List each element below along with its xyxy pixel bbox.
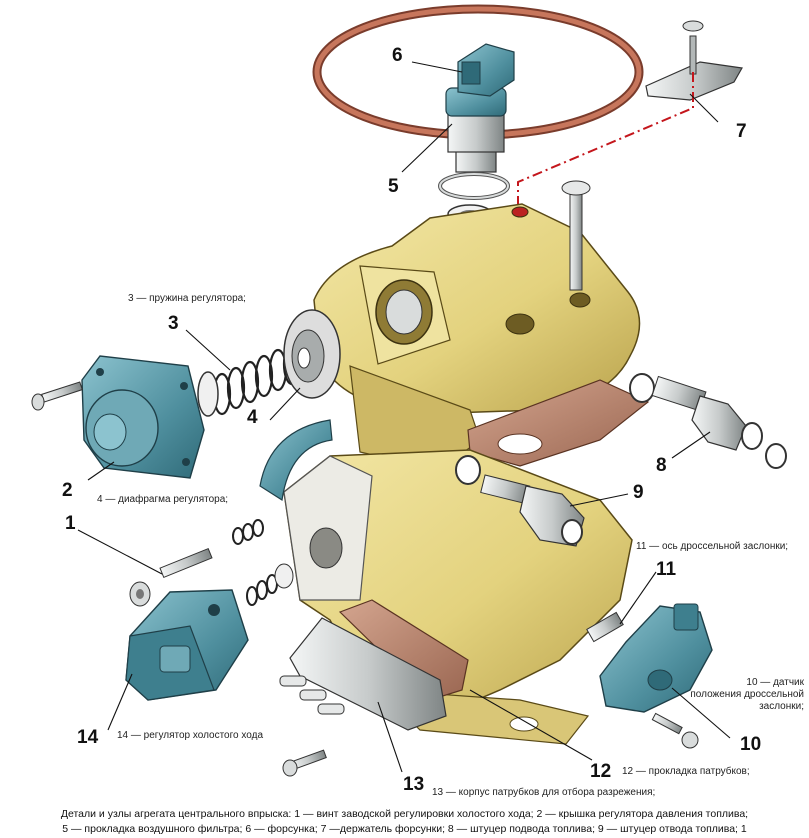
callout-13: 13: [403, 774, 425, 795]
callout-8: 8: [656, 455, 667, 476]
upper-housing: [313, 203, 641, 471]
throttle-axis: [586, 611, 624, 643]
note-sensor-line3: заслонки;: [759, 701, 804, 712]
holder-dash-line: [517, 72, 694, 212]
note-sensor-line2: положения дроссельной: [690, 689, 804, 700]
note-spring: 3 — пружина регулятора;: [128, 293, 246, 304]
idle-speed-controller: [125, 589, 249, 701]
injector-holder: [645, 20, 743, 101]
pressure-regulator-cover: [81, 355, 205, 479]
note-diaphragm: 4 — диафрагма регулятора;: [97, 494, 229, 505]
callout-2: 2: [62, 480, 73, 501]
note-idle: 14 — регулятор холостого хода: [117, 730, 264, 741]
callout-11: 11: [656, 559, 677, 580]
injector: [445, 43, 515, 173]
callout-5: 5: [388, 176, 399, 197]
callout-1: 1: [65, 513, 76, 534]
throttle-body: [283, 449, 633, 745]
long-bolt: [561, 180, 591, 291]
callout-6: 6: [392, 45, 403, 66]
caption-line-2: 5 — прокладка воздушного фильтра; 6 — фо…: [62, 823, 747, 835]
fuel-return-fitting: [455, 455, 585, 547]
note-axis: 11 — ось дроссельной заслонки;: [636, 541, 789, 552]
small-springs: [232, 519, 278, 606]
note-housing: 13 — корпус патрубков для отбора разреже…: [432, 787, 656, 798]
fuel-inlet-fitting: [629, 373, 787, 469]
idle-adjust-screw: [129, 547, 213, 607]
vacuum-nozzle-housing: [279, 617, 447, 731]
callout-7: 7: [736, 121, 747, 142]
callout-3: 3: [168, 313, 179, 334]
throttle-position-sensor: [599, 603, 713, 713]
spring-washer: [197, 371, 219, 417]
gasket-hole: [497, 433, 543, 455]
small-washer: [274, 563, 294, 589]
note-sensor-line1: 10 — датчик: [746, 677, 804, 688]
callout-14: 14: [77, 727, 99, 748]
callout-12: 12: [590, 761, 612, 782]
callout-4: 4: [247, 407, 258, 428]
caption-line-1: Детали и узлы агрегата центрального впры…: [60, 808, 749, 820]
leader-lines: [77, 61, 731, 773]
controller-screw: [282, 749, 327, 777]
sensor-screw: [651, 712, 699, 749]
figure-caption: Детали и узлы агрегата центрального впры…: [0, 807, 809, 837]
note-gasket: 12 — прокладка патрубков;: [622, 766, 750, 777]
teal-seal: [259, 419, 333, 502]
callout-10: 10: [740, 734, 762, 755]
callout-9: 9: [633, 482, 644, 503]
cover-screw: [31, 381, 83, 411]
regulator-diaphragm: [283, 309, 341, 399]
note-sensor: 10 — датчик положения дроссельной заслон…: [690, 677, 804, 713]
